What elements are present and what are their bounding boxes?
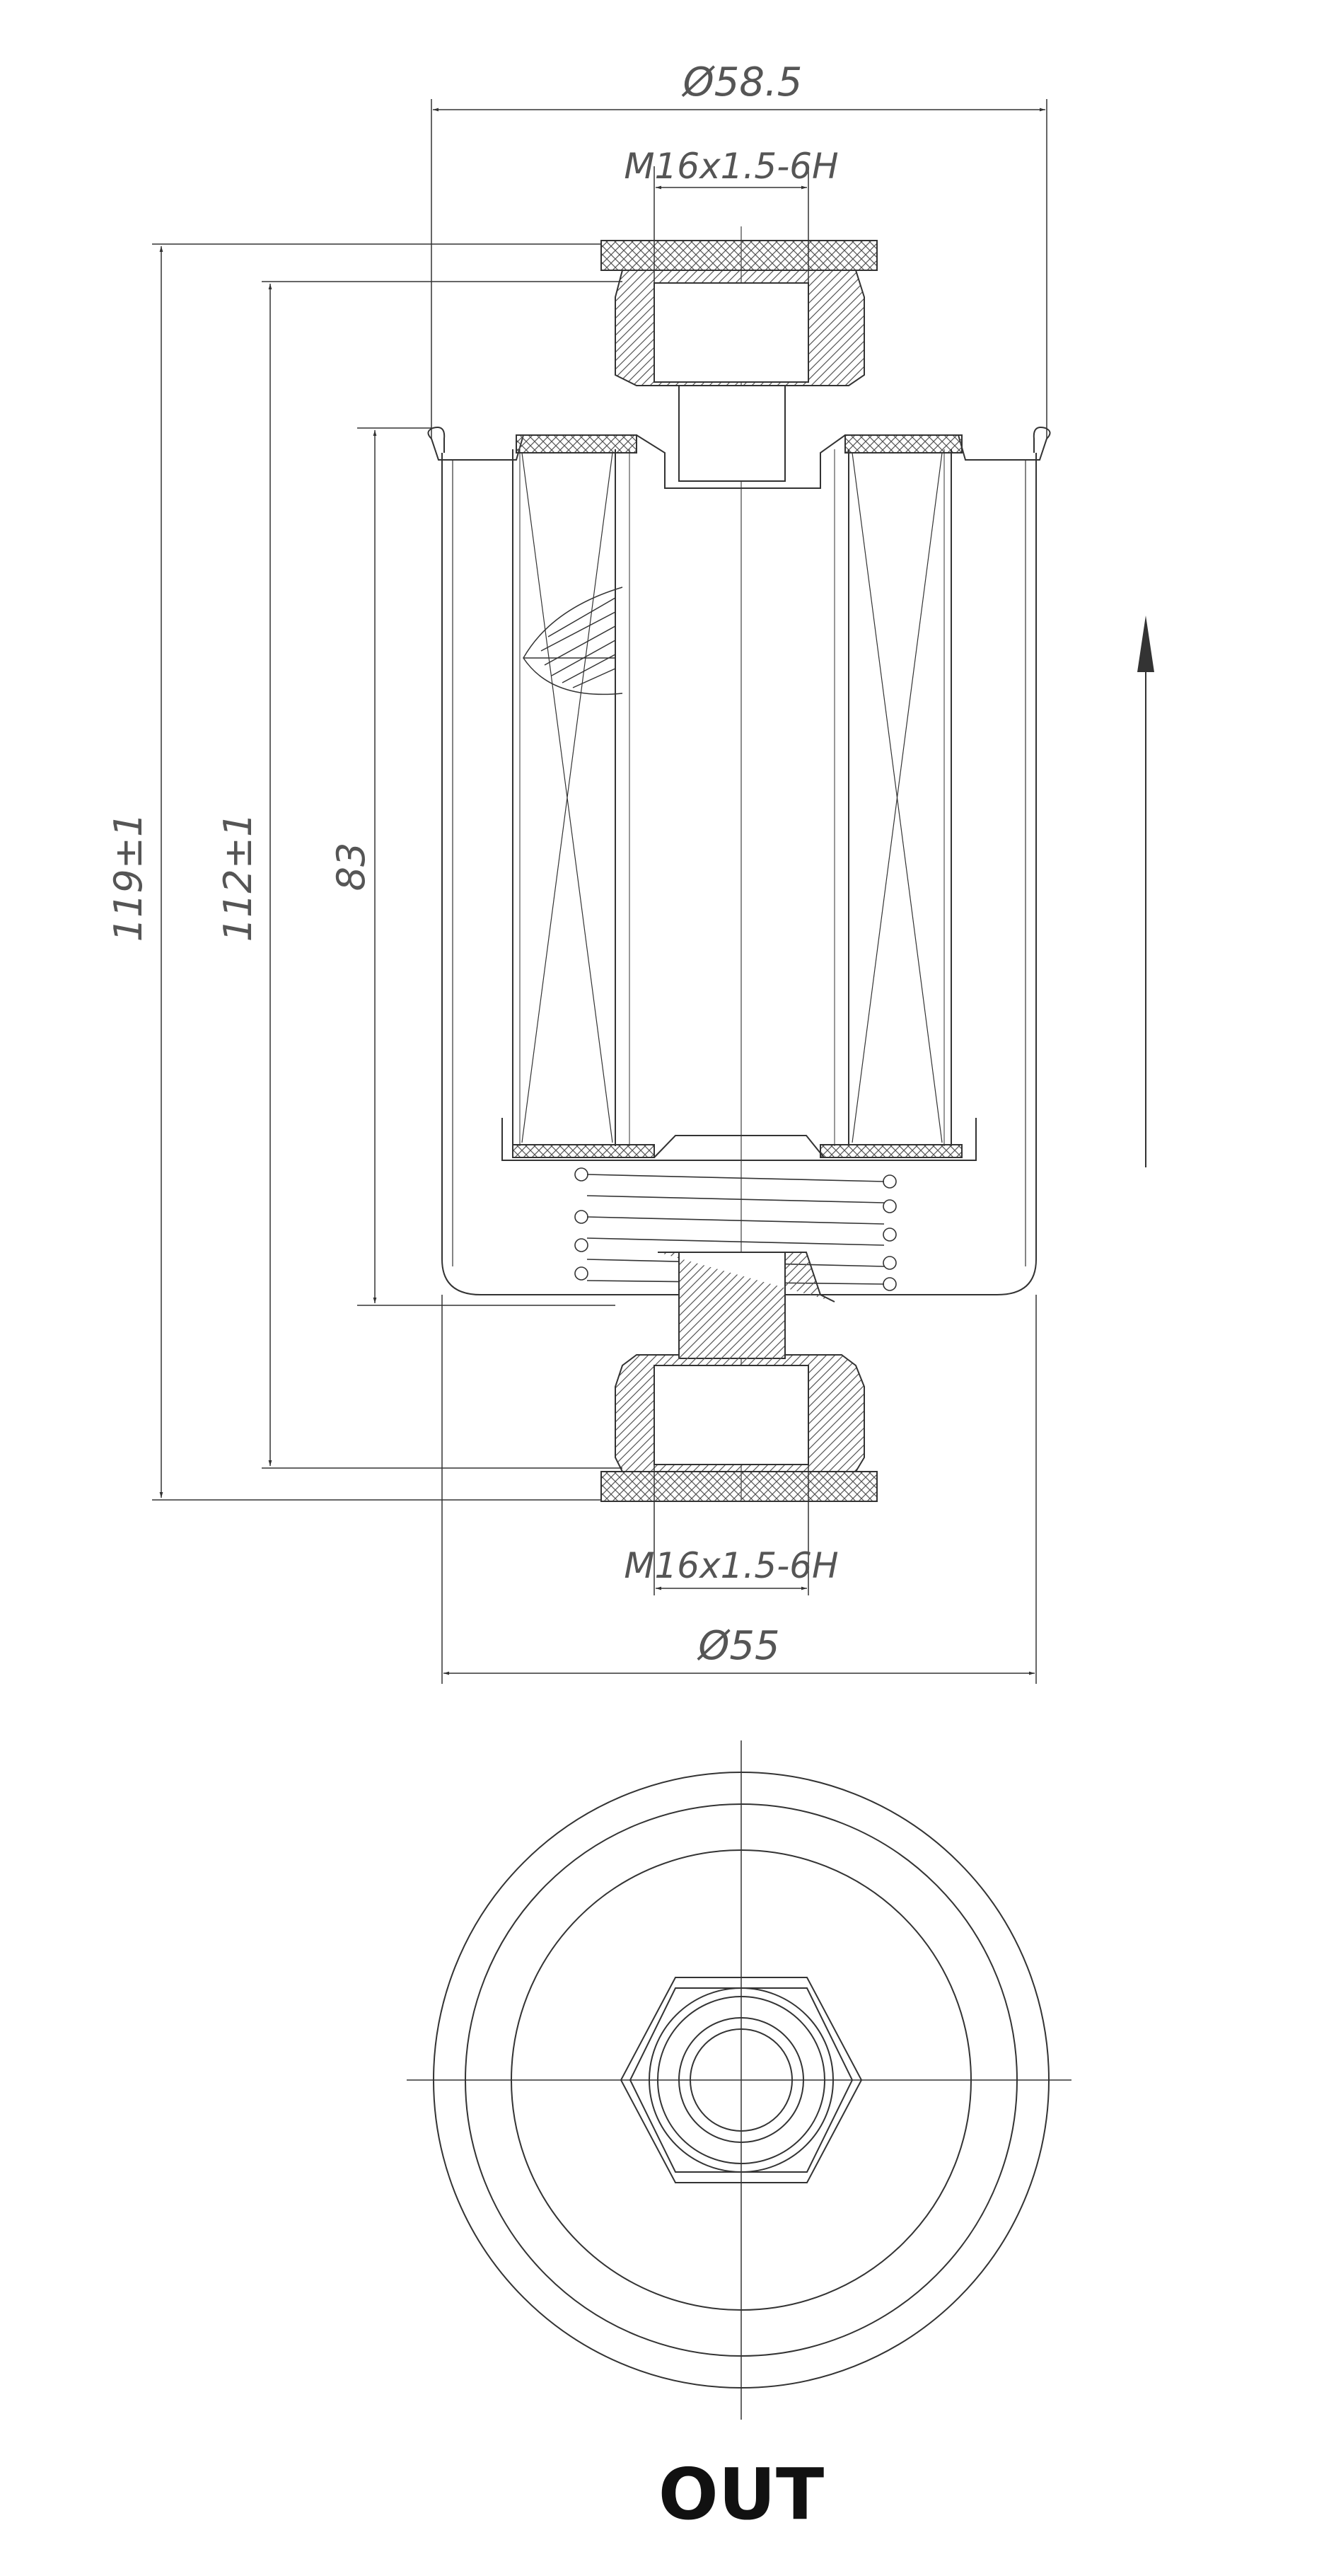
bottom-port-bore bbox=[654, 1365, 809, 1465]
out-label: OUT bbox=[658, 2453, 824, 2536]
top-cover-hatch-left bbox=[516, 434, 637, 454]
hex-nut bbox=[620, 1977, 863, 2183]
end-view bbox=[407, 1740, 1071, 2420]
bottom-diameter-label: Ø55 bbox=[697, 1623, 779, 1669]
pleat-detail bbox=[523, 587, 623, 695]
left-rim bbox=[427, 427, 446, 453]
dimension-lines bbox=[152, 99, 1047, 1684]
right-rim bbox=[1033, 427, 1051, 453]
top-cover-hatch-right bbox=[844, 434, 963, 454]
outer-housing bbox=[441, 453, 1037, 1295]
flow-arrow-icon bbox=[1137, 616, 1154, 1167]
overall-height-label: 119±1 bbox=[106, 813, 151, 942]
top-diameter-label: Ø58.5 bbox=[682, 59, 803, 105]
bottom-thread-label: M16x1.5-6H bbox=[624, 1545, 838, 1586]
spring bbox=[574, 1167, 897, 1291]
top-cover bbox=[431, 434, 1047, 489]
top-port-inner bbox=[678, 385, 786, 482]
element-x-marks bbox=[521, 452, 943, 1143]
top-port-bore bbox=[654, 282, 809, 383]
top-nut-washer bbox=[600, 240, 878, 271]
top-thread-label: M16x1.5-6H bbox=[624, 146, 838, 187]
inner-height-label: 83 bbox=[329, 843, 373, 891]
section-view bbox=[427, 226, 1051, 1502]
body-height-label: 112±1 bbox=[216, 813, 260, 942]
bottom-end-cap bbox=[501, 1118, 977, 1161]
outer-rim-circle bbox=[433, 1772, 1050, 2389]
bottom-nut-washer bbox=[600, 1471, 878, 1502]
